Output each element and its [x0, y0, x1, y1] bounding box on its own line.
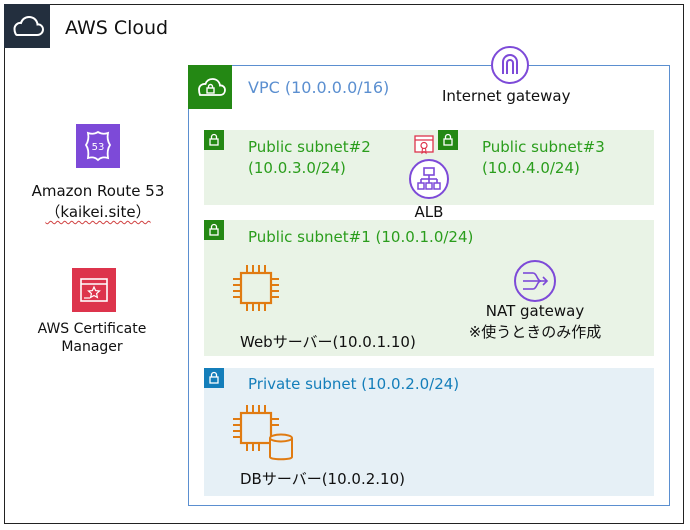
nat-gateway-note: ※使うときのみ作成: [468, 323, 602, 341]
cloud-icon: [13, 15, 45, 36]
alb-label: ALB: [414, 203, 444, 221]
internet-gateway-icon: [490, 45, 530, 85]
lock-icon: [204, 220, 224, 240]
certificate-manager-icon: [72, 268, 116, 312]
vpc-badge: [188, 65, 232, 109]
lock-icon: [204, 130, 224, 150]
nat-gateway-icon: [513, 259, 557, 303]
ec2-instance-icon: [230, 262, 282, 314]
private-subnet-label: Private subnet (10.0.2.0/24): [248, 375, 460, 393]
public-subnet-3-name: Public subnet#3: [482, 138, 605, 156]
lock-icon: [204, 368, 224, 388]
db-server-label: DBサーバー(10.0.2.10): [240, 470, 405, 488]
public-subnet-2: [204, 130, 454, 205]
vpc-group: [188, 65, 670, 506]
route53-label: Amazon Route 53: [31, 182, 165, 200]
alb-icon: [408, 158, 450, 200]
acm-label-line2: Manager: [61, 339, 123, 355]
vpc-label: VPC (10.0.0.0/16): [248, 78, 390, 97]
vpc-cloud-lock-icon: [198, 78, 226, 96]
internet-gateway-label: Internet gateway: [442, 87, 571, 105]
aws-cloud-group: [4, 4, 684, 524]
lock-icon: [438, 130, 458, 150]
public-subnet-2-cidr: (10.0.3.0/24): [248, 159, 346, 177]
public-subnet-1-label: Public subnet#1 (10.0.1.0/24): [248, 228, 474, 246]
aws-cloud-badge: [4, 4, 50, 48]
nat-gateway-label: NAT gateway: [485, 302, 585, 320]
route53-badge-text: 53: [92, 142, 105, 153]
web-server-label: Webサーバー(10.0.1.10): [240, 333, 416, 351]
public-subnet-3-cidr: (10.0.4.0/24): [482, 159, 580, 177]
route53-domain: （kaikei.site）: [45, 203, 151, 221]
db-server-icon: [230, 402, 302, 464]
public-subnet-2-name: Public subnet#2: [248, 138, 371, 156]
route53-icon: 53: [76, 124, 120, 168]
aws-cloud-title: AWS Cloud: [65, 17, 169, 39]
acm-label-line1: AWS Certificate: [37, 321, 147, 337]
public-subnet-1: [204, 220, 654, 356]
private-subnet: [204, 368, 654, 496]
public-subnet-3: [438, 130, 654, 205]
certificate-icon: [412, 133, 436, 157]
